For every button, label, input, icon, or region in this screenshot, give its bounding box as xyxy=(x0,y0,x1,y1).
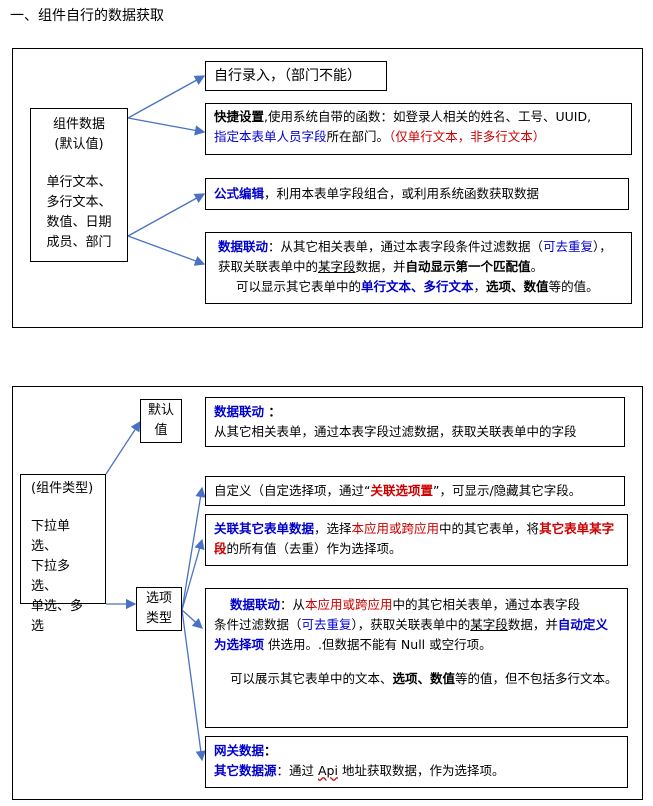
custom-text: ”，可显示/隐藏其它字段。 xyxy=(433,483,582,498)
linkage2-types: 选项、数值 xyxy=(392,671,456,686)
component-data-box: 组件数据 (默认值) 单行文本、 多行文本、 数值、日期 成员、部门 xyxy=(30,108,128,262)
section-2-frame xyxy=(12,386,643,800)
colon: ： xyxy=(264,743,277,758)
linkage-text: 可以显示其它表单中的 xyxy=(236,279,362,294)
linkage-dedupe: 可去重复 xyxy=(543,239,594,254)
linkage-text: 。 xyxy=(530,259,544,274)
assoc-text: ，选择 xyxy=(314,521,352,536)
colon: ： xyxy=(264,404,281,419)
component-type-box: (组件类型) 下拉单选、 下拉多选、 单选、多选 xyxy=(20,474,106,634)
option-type-label: 选项 类型 xyxy=(136,587,182,631)
linkage2-text: 等的值，但不包括多行文本。 xyxy=(455,671,618,686)
linkage2-field: 某字段 xyxy=(470,617,508,632)
section-1-frame xyxy=(12,48,643,328)
quick-setting-title: 快捷设置 xyxy=(214,109,265,124)
default-linkage-box: 数据联动 ： 从其它相关表单，通过本表字段过滤数据，获取关联表单中的字段 xyxy=(205,397,625,447)
gateway-data-box: 网关数据： 其它数据源：通过 Api 地址获取数据，作为选择项。 xyxy=(205,736,628,788)
custom-link: 关联选项置 xyxy=(370,483,433,498)
type-item: 多行文本、 xyxy=(46,195,112,210)
quick-setting-text2: 所在部门。 xyxy=(326,129,390,144)
option-linkage-box: 数据联动：从本应用或跨应用中的其它相关表单，通过本表字段 条件过滤数据（可去重复… xyxy=(205,588,628,728)
linkage2-text: ），获取关联表单中的 xyxy=(351,617,471,632)
arrow-to-quick xyxy=(127,117,206,136)
type-item: 数值、日期 xyxy=(46,215,112,230)
data-linkage-box: 数据联动：从其它相关表单，通过本表字段条件过滤数据（可去重复），获取关联表单中的… xyxy=(205,232,632,304)
quick-setting-text: ,使用系统自带的函数：如登录人相关的姓名、工号、UUID, xyxy=(264,109,592,124)
label-line: 类型 xyxy=(145,611,172,626)
formula-title: 公式编辑 xyxy=(214,186,265,201)
gateway-api: Api xyxy=(318,763,338,778)
arrow-to-assoc xyxy=(181,538,205,611)
linkage2-app: 本应用或跨应用 xyxy=(305,597,393,612)
linkage2-auto: 自动定义为选择项 xyxy=(214,617,608,652)
assoc-title: 关联其它表单数据 xyxy=(214,521,315,536)
quick-setting-note: （仅单行文本，非多行文本） xyxy=(389,129,546,144)
formula-text: ，利用本表单字段组合，或利用系统函数获取数据 xyxy=(264,186,540,201)
assoc-field: 其它表单某字段 xyxy=(214,521,615,556)
linkage-text: ：从其它相关表单，通过本表字段条件过滤数据（ xyxy=(268,239,544,254)
custom-text: 自定义（自定选择项，通过“ xyxy=(214,483,371,498)
linkage-types2: 选项、数值 xyxy=(486,279,549,294)
gateway-title: 网关数据 xyxy=(214,743,265,758)
label-line: 默认 xyxy=(147,403,174,418)
arrow-to-linkage2 xyxy=(181,609,203,629)
arrow-to-gateway xyxy=(181,609,206,762)
default-value-label: 默认 值 xyxy=(140,399,182,443)
linkage-auto: 自动显示第一个匹配值 xyxy=(405,259,531,274)
gateway-text: 地址获取数据，作为选择项。 xyxy=(337,763,505,778)
linkage2-text: ：从 xyxy=(280,597,306,612)
type-item: 成员、部门 xyxy=(46,235,112,250)
component-data-subtitle: (默认值) xyxy=(54,137,104,152)
manual-entry-box: 自行录入，（部门不能） xyxy=(205,61,387,91)
linkage2-dedupe: 可去重复 xyxy=(301,617,352,632)
type-item: 单选、多选 xyxy=(31,599,84,634)
gateway-source: 其它数据源 xyxy=(214,763,277,778)
page-title: 一、组件自行的数据获取 xyxy=(10,8,164,24)
assoc-text: 的所有值（去重）作为选择项。 xyxy=(226,541,402,556)
linkage2-title: 数据联动 xyxy=(230,597,281,612)
linkage2-text: 中的其它相关表单，通过本表字段 xyxy=(392,597,581,612)
component-type-title: (组件类型) xyxy=(31,481,94,496)
arrow-to-manual xyxy=(127,75,206,119)
associate-form-box: 关联其它表单数据，选择本应用或跨应用中的其它表单，将其它表单某字段的所有值（去重… xyxy=(205,514,628,566)
default-linkage-title: 数据联动 xyxy=(214,404,265,419)
gateway-text: ：通过 xyxy=(276,763,318,778)
linkage2-text: 条件过滤数据（ xyxy=(214,617,302,632)
arrow-to-linkage xyxy=(127,235,206,266)
quick-setting-box: 快捷设置,使用系统自带的函数：如登录人相关的姓名、工号、UUID, 指定本表单人… xyxy=(205,103,632,155)
type-item: 单行文本、 xyxy=(46,175,112,190)
linkage2-text: 可以展示其它表单中的文本、 xyxy=(230,671,393,686)
arrow-to-formula xyxy=(127,193,206,237)
label-line: 选项 xyxy=(145,591,172,606)
linkage-text: 等的值。 xyxy=(548,279,599,294)
arrow-to-custom xyxy=(181,486,206,611)
label-line: 值 xyxy=(154,423,168,438)
type-item: 下拉单选、 xyxy=(31,519,71,554)
linkage2-text: 数据，并 xyxy=(507,617,558,632)
linkage-title: 数据联动 xyxy=(218,239,269,254)
linkage-text: ），获取关联表单中的 xyxy=(218,239,612,274)
custom-option-box: 自定义（自定选择项，通过“关联选项置”，可显示/隐藏其它字段。 xyxy=(205,476,625,506)
linkage2-text: 供选用。.但数据不能有 Null 或空行项。 xyxy=(264,637,492,652)
arrow-to-default xyxy=(105,420,141,475)
assoc-text: 中的其它表单，将 xyxy=(439,521,540,536)
linkage-field: 某字段 xyxy=(318,259,356,274)
quick-setting-link: 指定本表单人员字段 xyxy=(214,129,327,144)
linkage-text: ， xyxy=(473,279,487,294)
linkage-text: 数据，并 xyxy=(355,259,406,274)
type-item: 下拉多选、 xyxy=(31,559,71,594)
component-data-title: 组件数据 xyxy=(52,117,105,132)
formula-box: 公式编辑，利用本表单字段组合，或利用系统函数获取数据 xyxy=(205,178,629,210)
linkage-types: 单行文本、多行文本 xyxy=(361,279,474,294)
default-linkage-text: 从其它相关表单，通过本表字段过滤数据，获取关联表单中的字段 xyxy=(214,424,577,439)
assoc-app: 本应用或跨应用 xyxy=(351,521,440,536)
